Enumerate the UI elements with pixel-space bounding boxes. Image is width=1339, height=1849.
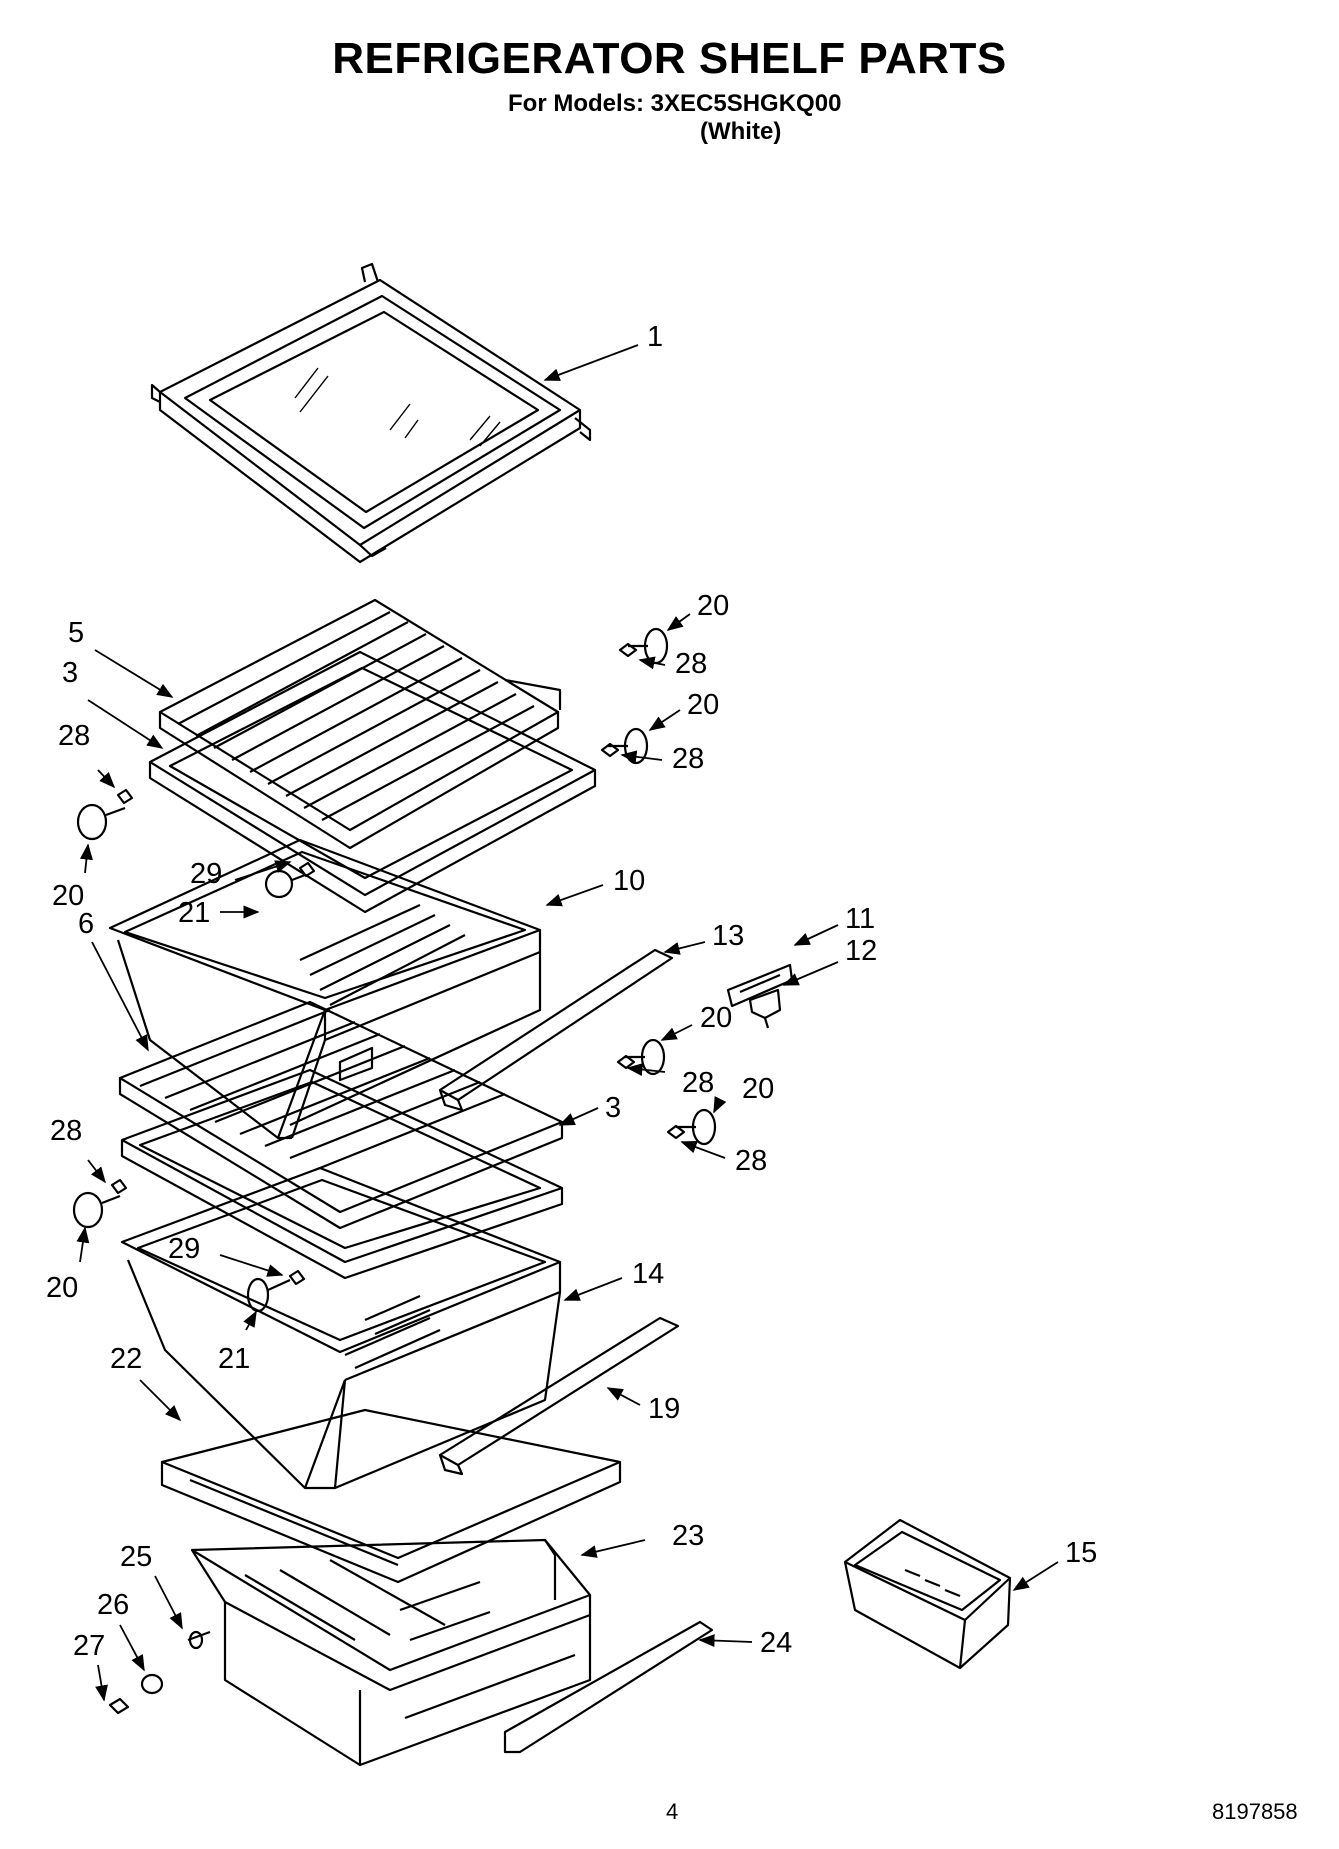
- bin-part-15: [843, 1518, 1012, 1670]
- crisper-drawer-part-14: [120, 1166, 562, 1490]
- handle-trim-part-24: [503, 1620, 714, 1754]
- cover-plate-part-22: [160, 1408, 622, 1584]
- callout-27: 27: [73, 1630, 105, 1662]
- page-number: 4: [666, 1799, 679, 1824]
- callout-28: 28: [50, 1115, 82, 1147]
- clip-part-12: [748, 988, 782, 1029]
- callout-28: 28: [735, 1145, 767, 1177]
- color-variant: (White): [700, 118, 782, 145]
- callout-13: 13: [712, 920, 744, 952]
- callout-20: 20: [700, 1002, 732, 1034]
- callout-6: 6: [78, 908, 94, 940]
- crisper-drawer-part-10: [108, 838, 542, 1140]
- callout-28: 28: [58, 720, 90, 752]
- callout-3: 3: [62, 657, 78, 689]
- callout-23: 23: [672, 1520, 704, 1552]
- callout-20: 20: [742, 1073, 774, 1105]
- callout-20: 20: [52, 880, 84, 912]
- callout-1: 1: [647, 321, 663, 353]
- callout-labels: 1 5 3 28 20 29 21 10 20 28 20 28 11 12 1…: [46, 321, 1097, 1662]
- hardware-parts: [72, 627, 717, 1715]
- trim-strip-part-13: [438, 948, 674, 1112]
- callout-20: 20: [687, 689, 719, 721]
- leader-lines: [76, 344, 1059, 1702]
- crisper-cover-part-5: [158, 598, 562, 850]
- callout-29: 29: [168, 1233, 200, 1265]
- callout-26: 26: [97, 1589, 129, 1621]
- callout-20: 20: [46, 1272, 78, 1304]
- callout-22: 22: [110, 1343, 142, 1375]
- cover-frame-part-3-lower: [120, 1068, 564, 1280]
- callout-20: 20: [697, 590, 729, 622]
- callout-28: 28: [672, 743, 704, 775]
- pan-part-23: [190, 1538, 592, 1767]
- callout-25: 25: [120, 1541, 152, 1573]
- callout-3: 3: [605, 1092, 621, 1124]
- glass-shelf-part-1: [150, 262, 592, 564]
- callout-21: 21: [218, 1343, 250, 1375]
- callout-15: 15: [1065, 1537, 1097, 1569]
- trim-strip-part-19: [438, 1316, 680, 1476]
- callout-11: 11: [845, 903, 875, 935]
- callout-10: 10: [613, 865, 645, 897]
- callout-12: 12: [845, 935, 877, 967]
- callout-14: 14: [632, 1258, 664, 1290]
- bracket-part-11: [726, 963, 794, 1008]
- models-line: For Models: 3XEC5SHGKQ00: [508, 90, 842, 117]
- document-number: 8197858: [1212, 1799, 1298, 1824]
- callout-24: 24: [760, 1627, 792, 1659]
- callout-28: 28: [682, 1067, 714, 1099]
- callout-28: 28: [675, 648, 707, 680]
- callout-29: 29: [190, 858, 222, 890]
- callout-19: 19: [648, 1393, 680, 1425]
- page-title: REFRIGERATOR SHELF PARTS: [332, 34, 1007, 83]
- callout-21: 21: [178, 897, 210, 929]
- callout-5: 5: [68, 617, 84, 649]
